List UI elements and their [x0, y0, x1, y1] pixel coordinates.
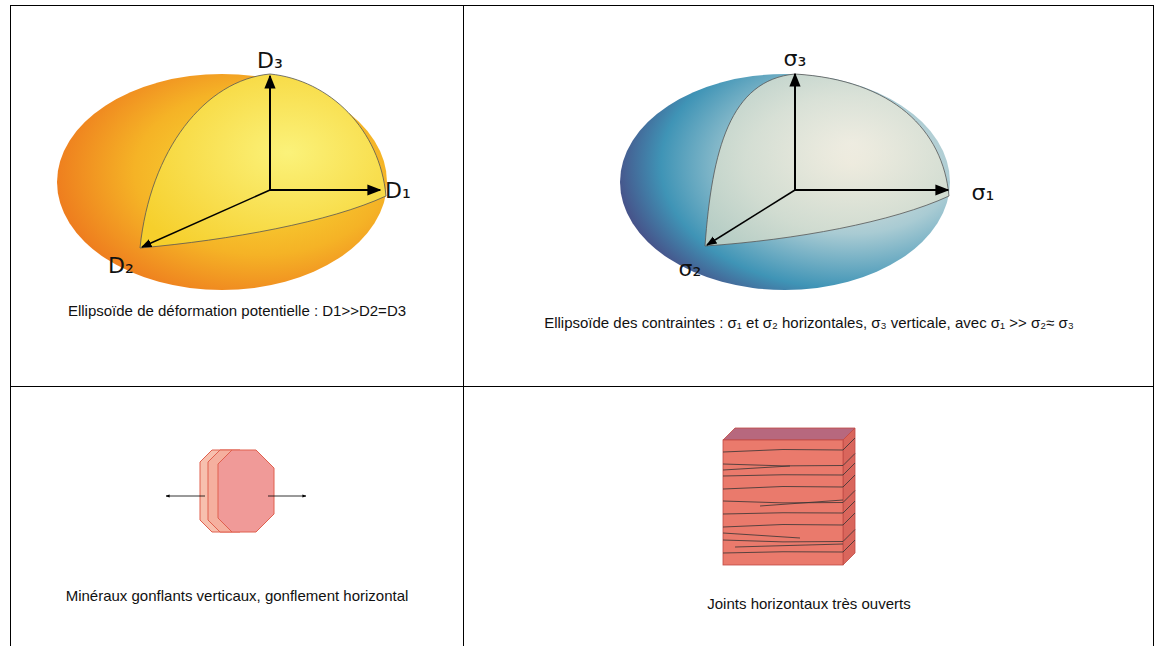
joint-line — [723, 491, 855, 504]
axis-label: D₃ — [257, 48, 283, 73]
cell-caption: Joints horizontaux très ouverts — [484, 592, 1134, 615]
axis-label: σ₂ — [679, 256, 702, 281]
jointed-block — [723, 428, 855, 565]
joint-line — [723, 530, 855, 543]
swelling-mineral — [166, 450, 306, 532]
joint-line — [723, 463, 855, 476]
joint-line — [723, 501, 855, 514]
cell-caption: Minéraux gonflants verticaux, gonflement… — [17, 584, 457, 607]
table-cell: Minéraux gonflants verticaux, gonflement… — [10, 386, 464, 646]
axis-label: D₁ — [385, 178, 411, 203]
joint-line — [723, 454, 855, 467]
strain-ellipsoid — [57, 74, 387, 290]
cell-caption: Ellipsoïde des contraintes : σ₁ et σ₂ ho… — [484, 311, 1134, 334]
cell-caption: Ellipsoïde de déformation potentielle : … — [17, 299, 457, 322]
joint-line — [723, 513, 855, 527]
joint-line — [723, 438, 855, 452]
joint-line — [723, 475, 855, 489]
table-cell: Ellipsoïde des contraintes : σ₁ et σ₂ ho… — [463, 5, 1154, 387]
joint-line — [723, 540, 855, 553]
stress-ellipsoid — [620, 74, 950, 290]
joint-line — [735, 544, 843, 547]
joint-line — [723, 533, 800, 538]
joint-line — [760, 500, 843, 506]
axis-label: σ₁ — [972, 180, 995, 205]
axis-label: σ₃ — [784, 46, 807, 71]
joint-line — [723, 466, 790, 470]
axis-label: D₂ — [108, 253, 134, 278]
table-cell: Joints horizontaux très ouverts — [463, 386, 1154, 646]
